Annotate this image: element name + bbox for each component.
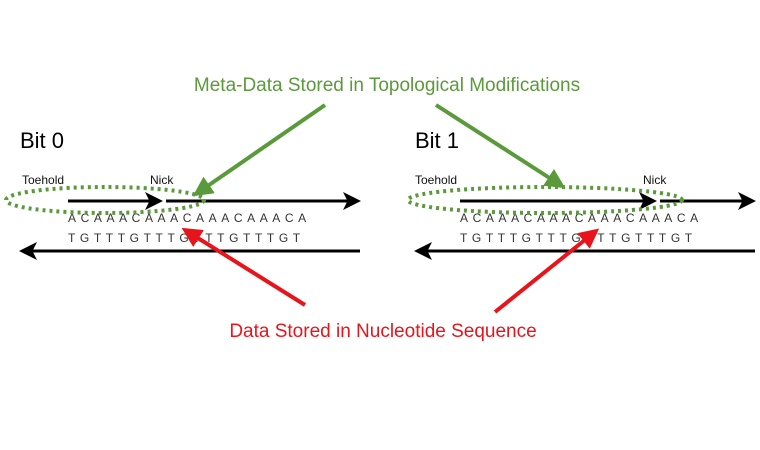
data-arrow-bit-0 [181,227,307,307]
nick-label: Nick [643,173,667,187]
meta-data-label: Meta-Data Stored in Topological Modifica… [194,75,580,96]
top-sequence: ACAAACAAACAAACAAACA [460,211,703,225]
bottom-sequence: TGTTTGTTTGTTTGTTTGT [460,231,697,245]
nick-label: Nick [150,173,174,187]
bit-0-title: Bit 0 [20,128,64,153]
meta-arrow-bit-1 [434,103,566,189]
bit-1-title: Bit 1 [415,128,459,153]
toehold-label: Toehold [415,173,457,187]
toehold-label: Toehold [22,173,64,187]
bit-1-panel: Bit 1 Toehold Nick ACAAACAAACAAACAAACA T… [406,128,756,260]
toehold-region-ellipse [4,185,206,215]
top-sequence: ACAAACAAACAAACAAACA [68,211,311,225]
data-arrow-bit-1 [493,228,600,314]
meta-arrow-bit-0 [192,103,327,197]
data-label: Data Stored in Nucleotide Sequence [229,321,536,342]
bit-0-panel: Bit 0 Toehold Nick ACAAACAAACAAACAAACA T… [4,128,361,260]
toehold-region-ellipse [406,185,684,215]
